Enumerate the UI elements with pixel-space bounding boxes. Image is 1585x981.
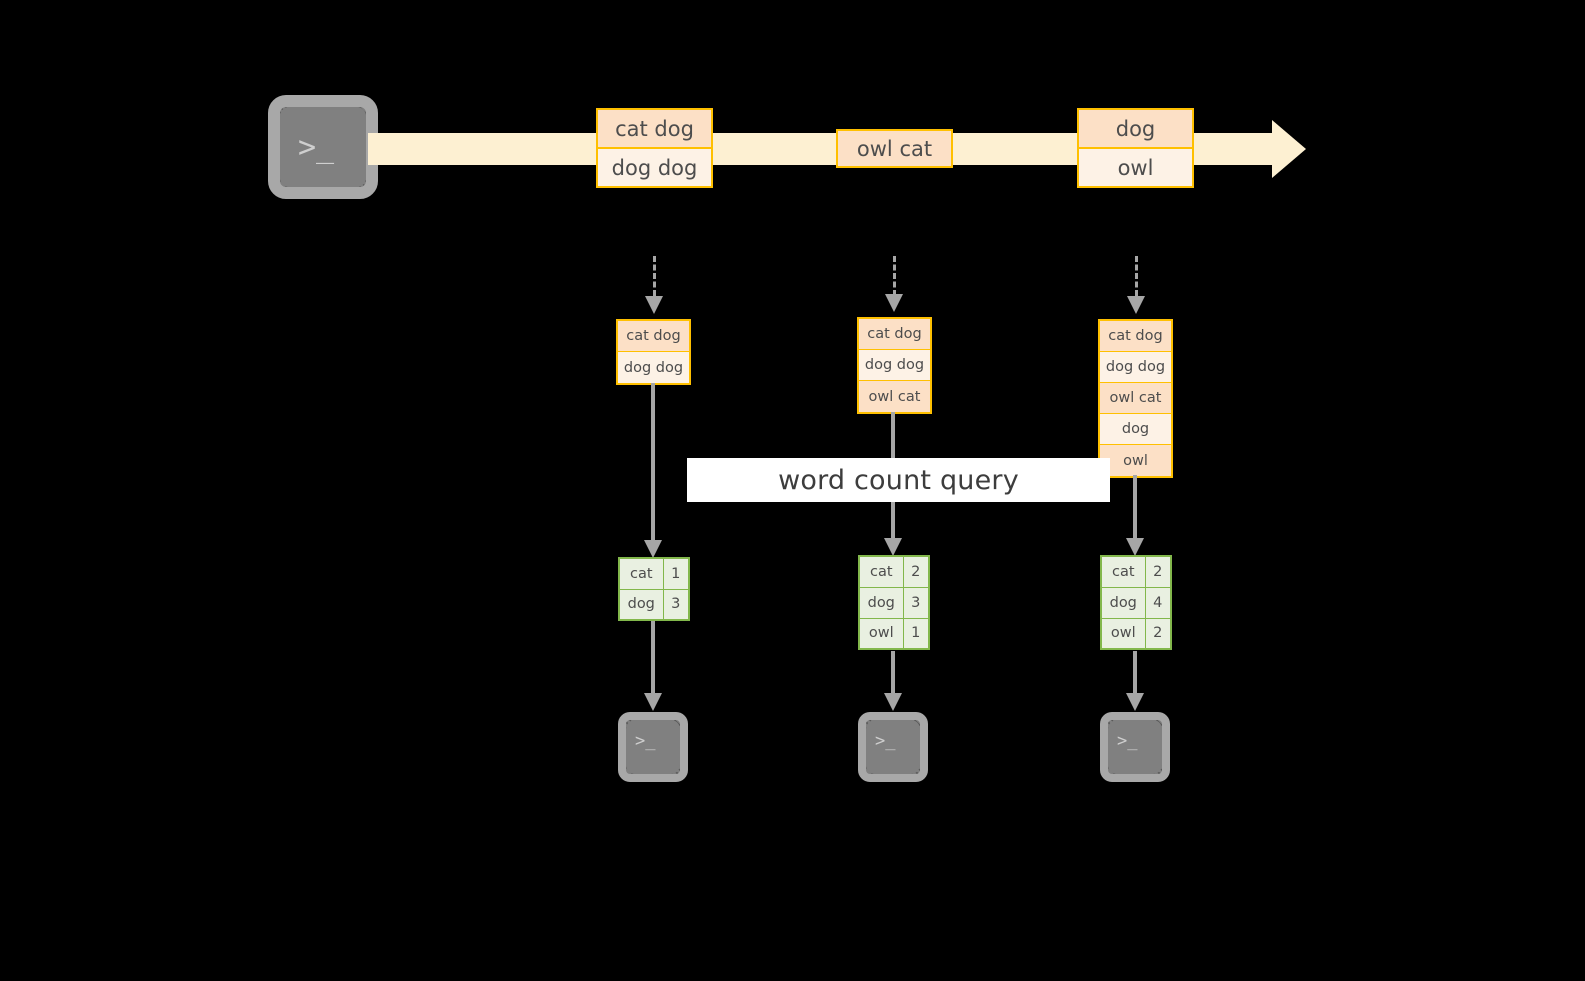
result-word-cell: cat — [858, 555, 904, 588]
result-word-cell: dog — [1100, 586, 1146, 619]
sink-terminal-icon[interactable]: >_ — [858, 712, 928, 782]
result-count-cell: 2 — [902, 555, 930, 588]
query-connector-arrowhead — [884, 538, 902, 556]
terminal-screen — [280, 107, 366, 187]
sink-terminal-icon[interactable]: >_ — [1100, 712, 1170, 782]
query-connector — [1133, 475, 1137, 547]
source-terminal-icon[interactable]: >_ — [268, 95, 378, 199]
snapshot-stack[interactable]: cat dog dog dog owl cat dog owl — [1098, 319, 1173, 478]
sink-connector — [891, 651, 895, 696]
table-row: cat 2 — [1100, 555, 1172, 588]
event-stream-arrowhead — [1272, 120, 1306, 178]
terminal-prompt-label: >_ — [875, 731, 896, 751]
result-word-cell: cat — [1100, 555, 1146, 588]
terminal-prompt-label: >_ — [1117, 731, 1138, 751]
result-count-cell: 2 — [1144, 555, 1172, 588]
result-word-cell: dog — [858, 586, 904, 619]
table-row: cat 2 — [858, 555, 930, 588]
result-count-cell: 2 — [1144, 617, 1172, 650]
table-row: dog 3 — [858, 586, 930, 619]
snapshot-stack[interactable]: cat dog dog dog — [616, 319, 691, 385]
table-row: dog 4 — [1100, 586, 1172, 619]
stream-event-box[interactable]: dog — [1077, 108, 1194, 149]
snapshot-stack[interactable]: cat dog dog dog owl cat — [857, 317, 932, 414]
query-label: word count query — [778, 464, 1019, 496]
terminal-screen — [626, 720, 680, 774]
snapshot-row: cat dog — [618, 321, 689, 352]
terminal-screen — [1108, 720, 1162, 774]
result-count-cell: 1 — [662, 557, 690, 590]
sink-connector-arrowhead — [884, 693, 902, 711]
sink-connector — [1133, 651, 1137, 696]
snapshot-row: dog dog — [1100, 352, 1171, 383]
stream-event-line: owl cat — [856, 136, 933, 161]
table-row: owl 2 — [1100, 617, 1172, 650]
snapshot-row: owl — [1100, 445, 1171, 476]
sink-connector-arrowhead — [644, 693, 662, 711]
result-word-cell: owl — [858, 617, 904, 650]
sink-connector-arrowhead — [1126, 693, 1144, 711]
snapshot-trigger-connector — [893, 256, 896, 296]
snapshot-row: dog dog — [859, 350, 930, 381]
stream-event-line: dog — [1115, 116, 1156, 141]
result-count-cell: 3 — [902, 586, 930, 619]
table-row: cat 1 — [618, 557, 690, 590]
snapshot-row: owl cat — [859, 381, 930, 412]
snapshot-trigger-arrowhead — [1127, 296, 1145, 314]
table-row: owl 1 — [858, 617, 930, 650]
terminal-prompt-label: >_ — [298, 130, 335, 165]
result-word-cell: owl — [1100, 617, 1146, 650]
query-label-band: word count query — [687, 458, 1110, 502]
stream-event-box[interactable]: cat dog — [596, 108, 713, 149]
stream-event-line: dog dog — [611, 155, 698, 180]
query-connector-arrowhead — [1126, 538, 1144, 556]
snapshot-row: cat dog — [859, 319, 930, 350]
snapshot-row: dog — [1100, 414, 1171, 445]
result-table[interactable]: cat 2 dog 4 owl 2 — [1100, 555, 1172, 650]
snapshot-row: dog dog — [618, 352, 689, 383]
stream-event-line: owl — [1117, 155, 1154, 180]
terminal-prompt-label: >_ — [635, 731, 656, 751]
terminal-screen — [866, 720, 920, 774]
sink-connector — [651, 621, 655, 696]
stream-event-box[interactable]: dog dog — [596, 147, 713, 188]
sink-terminal-icon[interactable]: >_ — [618, 712, 688, 782]
result-count-cell: 4 — [1144, 586, 1172, 619]
snapshot-trigger-connector — [653, 256, 656, 296]
result-table[interactable]: cat 1 dog 3 — [618, 557, 690, 621]
snapshot-trigger-arrowhead — [645, 296, 663, 314]
query-connector — [651, 383, 655, 547]
query-connector-arrowhead — [644, 540, 662, 558]
result-count-cell: 3 — [662, 588, 690, 621]
stream-event-box[interactable]: owl — [1077, 147, 1194, 188]
stream-event-line: cat dog — [615, 116, 694, 141]
result-word-cell: dog — [618, 588, 664, 621]
stream-event-box[interactable]: owl cat — [836, 129, 953, 168]
result-table[interactable]: cat 2 dog 3 owl 1 — [858, 555, 930, 650]
snapshot-row: owl cat — [1100, 383, 1171, 414]
result-count-cell: 1 — [902, 617, 930, 650]
snapshot-row: cat dog — [1100, 321, 1171, 352]
snapshot-trigger-connector — [1135, 256, 1138, 296]
result-word-cell: cat — [618, 557, 664, 590]
snapshot-trigger-arrowhead — [885, 294, 903, 312]
table-row: dog 3 — [618, 588, 690, 621]
